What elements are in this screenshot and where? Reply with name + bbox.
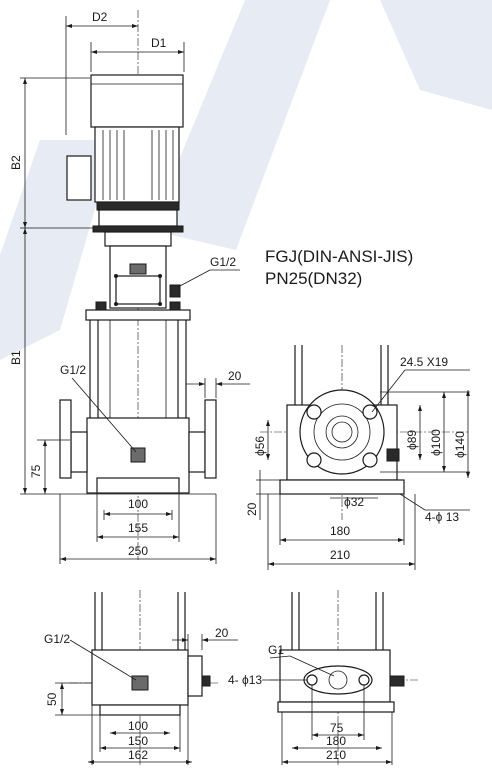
dim-75: 75 bbox=[29, 464, 43, 478]
label-g-bottom-left: G1/2 bbox=[44, 632, 70, 646]
dim-bl-100: 100 bbox=[128, 719, 148, 733]
model-line-2: PN25(DN32) bbox=[265, 269, 362, 288]
model-line-1: FGJ(DIN-ANSI-JIS) bbox=[265, 247, 413, 266]
dim-d2: D2 bbox=[92, 10, 108, 24]
dim-br-75: 75 bbox=[330, 721, 344, 735]
dim-br-210: 210 bbox=[326, 748, 346, 762]
dim-br-180: 180 bbox=[326, 734, 346, 748]
dim-dia32: ϕ32 bbox=[344, 495, 364, 509]
label-bolt-spec: 24.5 X19 bbox=[400, 355, 448, 369]
label-g1: G1 bbox=[268, 643, 284, 657]
bottom-right-view bbox=[262, 590, 420, 765]
dim-250: 250 bbox=[128, 544, 148, 558]
dim-dia100: ϕ100 bbox=[429, 429, 443, 456]
dim-bl-thk: 20 bbox=[215, 626, 229, 640]
dim-210: 210 bbox=[330, 548, 350, 562]
bottom-left-view bbox=[55, 590, 238, 765]
dim-b2: B2 bbox=[9, 155, 23, 170]
dim-bl-50: 50 bbox=[45, 692, 59, 706]
dim-bl-162: 162 bbox=[128, 748, 148, 762]
dim-dia56: ϕ56 bbox=[253, 436, 267, 456]
front-view bbox=[20, 10, 250, 564]
label-g-top: G1/2 bbox=[210, 255, 236, 269]
dim-d1: D1 bbox=[151, 36, 167, 50]
dim-180: 180 bbox=[330, 524, 350, 538]
dim-dia89: ϕ89 bbox=[405, 430, 419, 450]
label-br-holes: 4- ϕ13 bbox=[228, 673, 262, 687]
dim-155: 155 bbox=[128, 521, 148, 535]
dim-bl-150: 150 bbox=[128, 734, 148, 748]
label-holes: 4-ϕ 13 bbox=[425, 510, 459, 524]
dim-h20: 20 bbox=[245, 502, 259, 516]
dim-100: 100 bbox=[128, 497, 148, 511]
motor-fins bbox=[102, 130, 174, 200]
dim-b1: B1 bbox=[9, 350, 23, 365]
side-view bbox=[256, 345, 470, 570]
label-g-left: G1/2 bbox=[60, 363, 86, 377]
dim-flange-thk: 20 bbox=[228, 369, 242, 383]
dim-dia140: ϕ140 bbox=[453, 431, 467, 458]
